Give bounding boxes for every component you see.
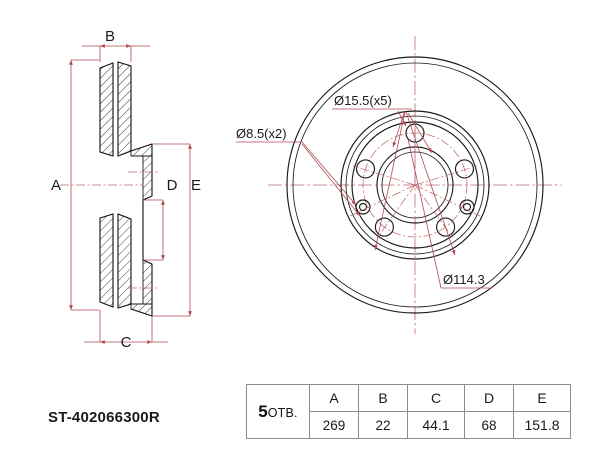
- specification-table: 5ОТВ. A B C D E 269 22 44.1 68 151.8: [246, 384, 571, 439]
- hole-count-word: ОТВ.: [267, 405, 298, 420]
- dimension-e: E: [152, 143, 201, 317]
- dimension-a: A: [51, 59, 142, 311]
- callout-small-holes-text: Ø8.5(x2): [236, 126, 287, 141]
- dimension-a-label: A: [51, 177, 61, 194]
- rotor-outer-plate-bottom: [99, 213, 114, 308]
- callout-lug-holes: Ø15.5(x5): [332, 93, 456, 256]
- hat-inner-edges: [131, 155, 143, 305]
- small-hole: [459, 199, 475, 215]
- callout-bolt-circle-text: Ø114.3: [443, 272, 485, 287]
- small-hole-bore: [358, 202, 368, 212]
- hat-wall-bottom: [142, 259, 153, 305]
- lug-hole-group: [355, 123, 475, 237]
- hat-outer-ring: [340, 110, 490, 260]
- dimension-e-label: E: [191, 177, 201, 194]
- table-value-row: 269 22 44.1 68 151.8: [247, 411, 571, 439]
- hole-count-number: 5: [258, 401, 268, 421]
- lug-hole: [454, 159, 475, 179]
- lug-hole: [374, 217, 394, 237]
- callout-small-holes: Ø8.5(x2): [236, 126, 361, 217]
- radial-centerlines: [349, 120, 481, 239]
- dimension-b: B: [82, 28, 150, 62]
- face-view: Ø15.5(x5) Ø8.5(x2) Ø114.3: [236, 36, 562, 334]
- hat-wall-top: [142, 155, 153, 201]
- column-header-d: D: [464, 384, 514, 412]
- hat-mid-ring: [345, 115, 485, 255]
- dimension-b-label: B: [105, 28, 115, 45]
- hole-count-cell: 5ОТВ.: [246, 384, 310, 439]
- rotor-inner-plate-bottom: [117, 213, 132, 309]
- dimension-d-label: D: [167, 177, 178, 194]
- column-header-e: E: [513, 384, 571, 412]
- value-a: 269: [309, 411, 359, 439]
- lug-hole: [355, 159, 376, 179]
- rotor-inner-plate-top: [117, 61, 132, 157]
- small-hole-group: [355, 199, 475, 215]
- lug-hole: [436, 217, 456, 237]
- rotor-outer-plate-top: [99, 62, 114, 157]
- dimension-c-label: C: [121, 334, 132, 351]
- value-d: 68: [464, 411, 514, 439]
- small-hole: [355, 199, 371, 215]
- small-hole-bore: [462, 202, 472, 212]
- dimension-c: C: [84, 310, 168, 351]
- callout-lug-holes-text: Ø15.5(x5): [334, 93, 392, 108]
- hat-feature-centerlines: [128, 171, 160, 289]
- table-header-row: 5ОТВ. A B C D E: [246, 384, 571, 439]
- callout-bolt-circle: Ø114.3: [407, 138, 492, 289]
- column-header-a: A: [309, 384, 359, 412]
- cross-section-view: B A C D E: [51, 28, 201, 351]
- value-c: 44.1: [407, 411, 465, 439]
- dimension-d: D: [143, 177, 178, 261]
- disc-outer-edge: [286, 56, 544, 314]
- hat-inner-ring: [351, 121, 479, 249]
- column-header-c: C: [407, 384, 465, 412]
- part-number-label: ST-402066300R: [48, 409, 160, 426]
- section-outline-1: [99, 62, 114, 157]
- value-e: 151.8: [513, 411, 571, 439]
- column-header-b: B: [358, 384, 408, 412]
- section-outline-3: [99, 213, 114, 308]
- value-b: 22: [358, 411, 408, 439]
- disc-inner-edge: [292, 62, 538, 308]
